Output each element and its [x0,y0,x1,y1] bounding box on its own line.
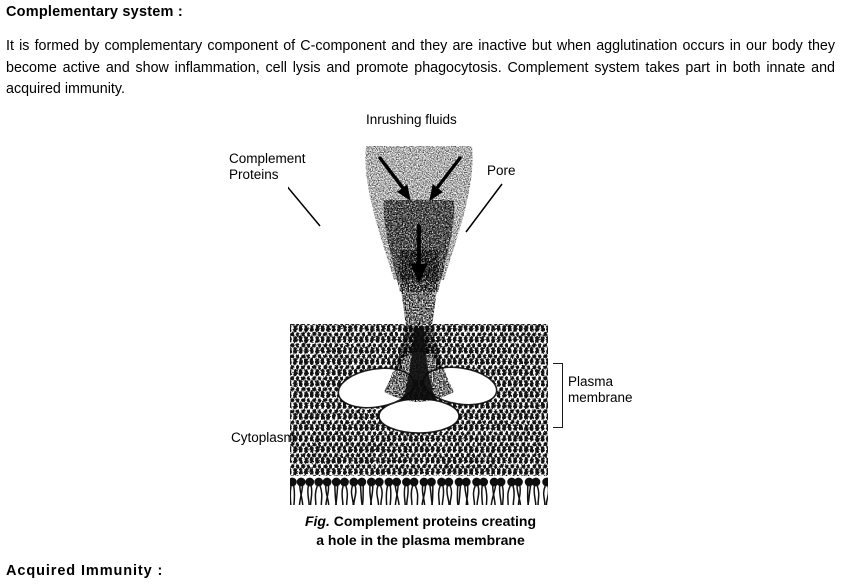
plasma-membrane-bracket [553,363,563,428]
lipid-head-row-outer [290,477,548,487]
section-heading-acquired-immunity: Acquired Immunity : [6,563,164,579]
leader-lines [288,183,503,233]
caption-line-1: Complement proteins creating [329,513,537,529]
figure-caption: Fig. Complement proteins creating a hole… [0,512,841,550]
leader-pore [465,183,503,233]
inflow-arrows [378,156,462,284]
label-complement-proteins: Complement Proteins [229,151,306,182]
leader-complement-proteins [288,186,321,227]
diagram-illustration [288,146,550,505]
label-plasma-membrane: Plasma membrane [568,374,633,405]
page-title: Complementary system : [6,4,183,20]
caption-line-2: a hole in the plasma membrane [316,532,525,548]
label-cytoplasm: Cytoplasm [231,430,295,445]
figure-complement-proteins: Inrushing fluids Complement Proteins Por… [0,112,841,552]
label-pore: Pore [487,163,516,178]
body-paragraph: It is formed by complementary component … [6,38,835,97]
caption-fig-prefix: Fig. [304,513,330,529]
complement-protein-mesh [288,320,550,478]
label-inrushing-fluids: Inrushing fluids [366,112,457,127]
phospholipid-bilayer [290,476,548,505]
